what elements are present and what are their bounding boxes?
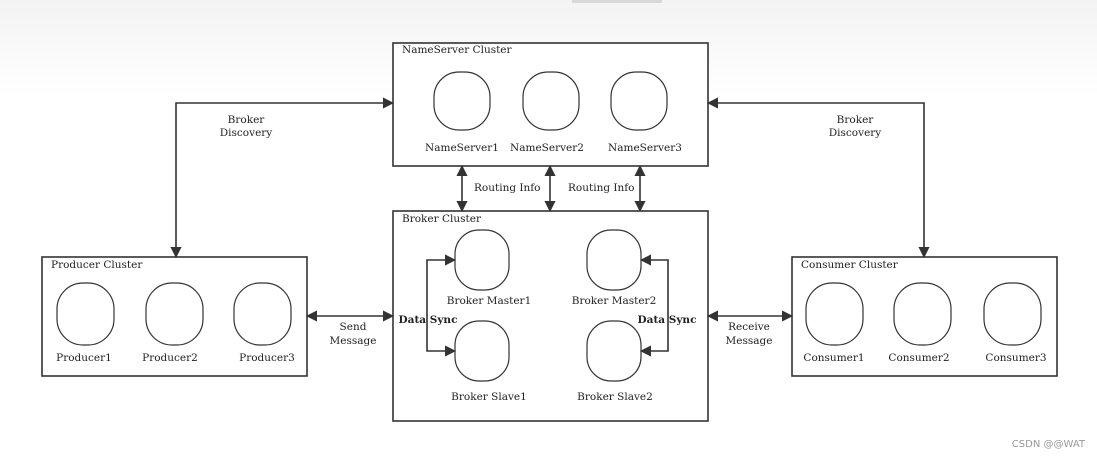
broker-discovery-right-label-line2: Discovery xyxy=(829,127,882,139)
nameserver-cluster-title: NameServer Cluster xyxy=(402,44,513,56)
send-message-label-line1: Send xyxy=(340,321,367,333)
producer3-label: Producer3 xyxy=(239,352,295,364)
broker-slave1-label: Broker Slave1 xyxy=(451,391,527,403)
consumer2-label: Consumer2 xyxy=(888,352,949,364)
data-sync-left-arrow xyxy=(426,254,457,357)
broker-slave2-label: Broker Slave2 xyxy=(577,391,653,403)
producer2-label: Producer2 xyxy=(142,352,198,364)
routing-info-right-label: Routing Info xyxy=(568,182,635,194)
receive-message-label-line2: Message xyxy=(726,335,773,347)
nameserver3-node xyxy=(610,71,668,131)
nameserver3-label: NameServer3 xyxy=(608,142,682,154)
producer2-node xyxy=(145,282,204,346)
broker-cluster-title: Broker Cluster xyxy=(402,213,482,225)
routing-info-left-label: Routing Info xyxy=(474,182,541,194)
consumer3-node xyxy=(983,282,1042,346)
data-sync-right-label: Data Sync xyxy=(638,314,697,326)
receive-message-label-line1: Receive xyxy=(728,321,770,333)
consumer1-node xyxy=(805,282,864,346)
producer-cluster-title: Producer Cluster xyxy=(51,259,143,271)
nameserver1-node xyxy=(433,71,491,131)
broker-master2-node xyxy=(586,229,642,291)
broker-discovery-left-arrow xyxy=(170,97,395,259)
consumer1-label: Consumer1 xyxy=(803,352,864,364)
top-edge-mark xyxy=(572,0,662,3)
broker-slave2-node xyxy=(586,320,642,382)
data-sync-left-label: Data Sync xyxy=(399,314,458,326)
broker-discovery-left-label-line2: Discovery xyxy=(220,127,273,139)
csdn-watermark: CSDN @@WAT xyxy=(1011,439,1085,450)
consumer3-label: Consumer3 xyxy=(985,352,1046,364)
data-sync-right-arrow xyxy=(639,254,669,357)
broker-master2-label: Broker Master2 xyxy=(572,295,657,307)
producer1-label: Producer1 xyxy=(56,352,112,364)
consumer2-node xyxy=(893,282,952,346)
broker-slave1-node xyxy=(454,320,510,382)
broker-master1-label: Broker Master1 xyxy=(447,295,532,307)
broker-master1-node xyxy=(454,229,510,291)
broker-discovery-left-label-line1: Broker xyxy=(228,114,266,126)
consumer-cluster-title: Consumer Cluster xyxy=(801,259,899,271)
send-message-label-line2: Message xyxy=(330,335,377,347)
producer1-node xyxy=(56,282,115,346)
broker-discovery-right-arrow xyxy=(706,97,930,259)
nameserver2-label: NameServer2 xyxy=(510,142,584,154)
nameserver2-node xyxy=(522,71,580,131)
nameserver1-label: NameServer1 xyxy=(425,142,499,154)
broker-discovery-right-label-line1: Broker xyxy=(837,114,875,126)
producer3-node xyxy=(233,282,292,346)
